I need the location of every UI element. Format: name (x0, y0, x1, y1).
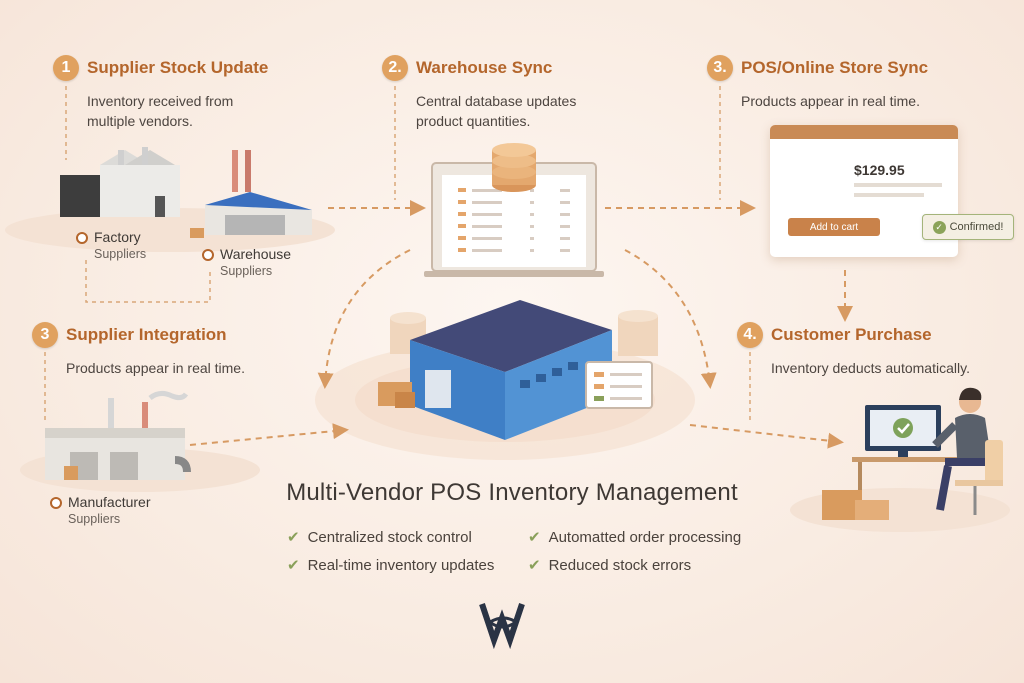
database-icon (492, 143, 536, 192)
step-supplier-stock-update: 1 Supplier Stock Update Inventory receive… (53, 55, 268, 131)
benefit-item: ✔ Centralized stock control (287, 528, 472, 546)
step-title: Supplier Integration (66, 325, 227, 344)
factory-building (60, 147, 180, 217)
confirmed-text: Confirmed! (949, 221, 1004, 233)
central-warehouse-building (378, 300, 658, 440)
benefit-item: ✔ Reduced stock errors (528, 556, 691, 574)
product-price: $129.95 (854, 162, 905, 178)
step-supplier-integration: 3 Supplier Integration Products appear in… (32, 322, 245, 378)
arrow-hub-to-customer (689, 424, 844, 449)
laptop-database (424, 143, 604, 277)
mini-monitor (585, 361, 653, 409)
add-to-cart-button[interactable]: Add to cart (788, 218, 880, 236)
factory-warehouse-link (85, 260, 211, 303)
step-customer-purchase: 4. Customer Purchase Inventory deducts au… (737, 322, 970, 378)
warehouse-label: Warehouse Suppliers (202, 246, 291, 278)
check-icon: ✔ (528, 529, 541, 546)
check-icon: ✔ (287, 529, 300, 546)
left-data-stack (390, 312, 426, 354)
step-title: Supplier Stock Update (87, 58, 269, 77)
benefit-item: ✔ Real-time inventory updates (287, 556, 494, 574)
step-description: Products appear in real time. (741, 93, 920, 109)
step-number-badge: 2. (382, 55, 408, 81)
label-name: Warehouse (220, 246, 292, 262)
benefit-text: Centralized stock control (307, 529, 472, 546)
right-data-stack (618, 310, 658, 356)
step-description: Inventory deducts automatically. (771, 360, 970, 376)
label-sub: Suppliers (94, 247, 147, 261)
step-title: POS/Online Store Sync (741, 58, 929, 77)
label-name: Factory (94, 229, 141, 245)
step-number-badge: 3. (707, 55, 733, 81)
step-description: Central database updates product quantit… (416, 93, 577, 129)
arrow-manufacturer-to-hub (189, 423, 349, 446)
benefit-text: Automatted order processing (548, 529, 742, 546)
page-title: Multi-Vendor POS Inventory Management (286, 479, 738, 506)
label-name: Manufacturer (68, 494, 151, 510)
customer-scene (822, 387, 1003, 520)
step-warehouse-sync: 2. Warehouse Sync Central database update… (382, 55, 576, 131)
brand-logo (479, 603, 525, 650)
product-line (854, 183, 942, 187)
manufacturer-label: Manufacturer Suppliers (50, 494, 150, 526)
step-description: Inventory received from multiple vendors… (87, 93, 234, 129)
check-icon: ✔ (528, 557, 541, 574)
step-number-badge: 3 (32, 322, 58, 348)
arrow-loop-left (317, 249, 411, 389)
manufacturer-building (45, 390, 191, 480)
label-sub: Suppliers (68, 512, 121, 526)
check-icon: ✓ (932, 220, 946, 234)
product-line (854, 193, 924, 197)
benefit-text: Real-time inventory updates (307, 557, 495, 574)
step-number-badge: 4. (737, 322, 763, 348)
step-description: Products appear in real time. (66, 360, 245, 376)
benefit-item: ✔ Automatted order processing (528, 528, 741, 546)
label-sub: Suppliers (220, 264, 273, 278)
warehouse-small-building (190, 150, 312, 238)
step-title: Warehouse Sync (416, 58, 553, 77)
factory-label: Factory Suppliers (76, 229, 146, 261)
step-number-badge: 1 (53, 55, 79, 81)
benefit-text: Reduced stock errors (548, 557, 692, 574)
confirmed-badge: ✓Confirmed! (922, 214, 1014, 240)
browser-titlebar (770, 125, 958, 139)
arrow-loop-right (624, 249, 717, 389)
step-pos-online-store-sync: 3. POS/Online Store Sync Products appear … (707, 55, 928, 111)
bullet-icon (76, 232, 88, 245)
check-icon: ✔ (287, 557, 300, 574)
bullet-icon (50, 497, 62, 510)
step-title: Customer Purchase (771, 325, 932, 344)
bullet-icon (202, 249, 214, 262)
